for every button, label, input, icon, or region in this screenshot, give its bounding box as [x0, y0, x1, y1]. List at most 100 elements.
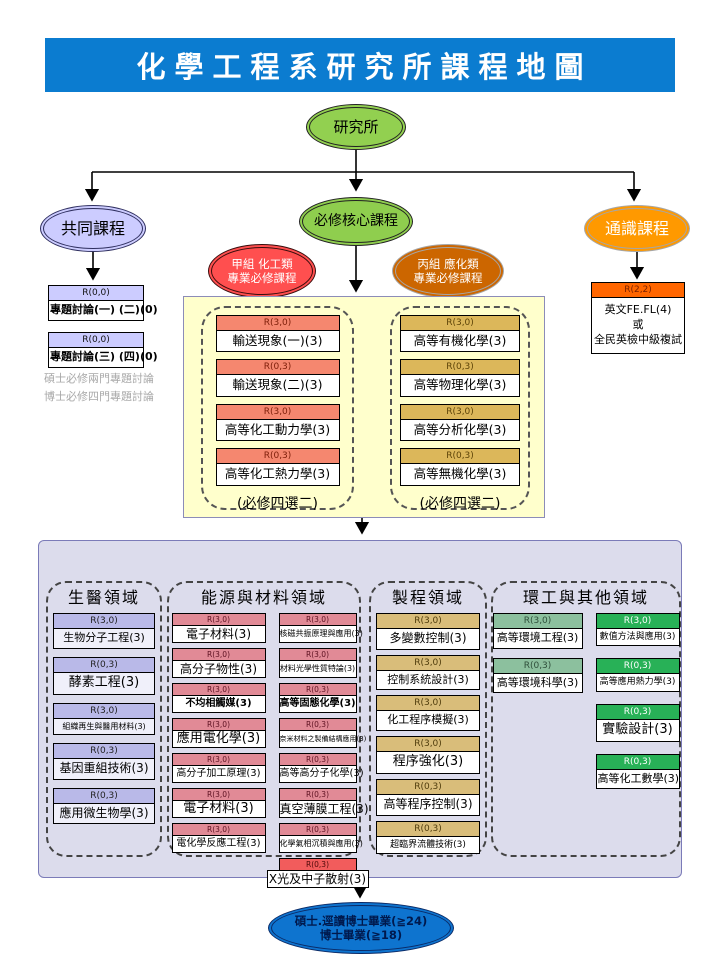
group-caption: (必修四選二): [237, 495, 318, 512]
course-name: 不均相觸媒(3): [185, 698, 252, 709]
course-box-english: R(2,2) 英文FE.FL(4) 或 全民英檢中級複試: [591, 282, 685, 354]
course-name: 應用電化學(3): [176, 731, 261, 746]
course-name: 電子材料(3): [186, 627, 251, 641]
course-name: 奈米材料之製備結構應用(3): [279, 735, 367, 743]
node-required-core-courses: 必修核心課程: [299, 197, 413, 246]
group-caption: (必修四選二): [419, 495, 501, 512]
node-label-line1: 甲組 化工類: [231, 256, 293, 271]
energy-columns: R(3,0) 電子材料(3) R(3,0) 高分子物性(3) R(3,0) 不均…: [169, 613, 369, 893]
course-box: R(3,0) 程序強化(3): [376, 736, 480, 775]
course-box: R(0,3) 高等高分子化學(3): [278, 753, 364, 783]
english-line2: 或: [632, 317, 644, 331]
course-name: 實驗設計(3): [602, 721, 673, 737]
node-general-education-courses: 通識課程: [584, 205, 690, 252]
course-code: R(3,0): [172, 719, 265, 731]
node-graduate-school: 研究所: [306, 104, 406, 150]
course-code: R(2,2): [592, 283, 684, 298]
course-box: R(0,3) 高等環境科學(3): [492, 657, 583, 694]
domain-environmental-others: 環工與其他領域 R(3,0) 高等環境工程(3) R(0,3) 高等環境科學(3…: [491, 581, 681, 857]
course-code: R(0,3): [493, 658, 582, 674]
course-code: R(3,0): [172, 789, 265, 801]
course-code: R(0,3): [596, 704, 679, 720]
note-master: 碩士必修兩門專題討論: [44, 372, 154, 385]
course-box: R(3,0) 電子材料(3): [171, 613, 266, 643]
course-name: 高等無機化學(3): [413, 466, 507, 482]
course-name: 數值方法與應用(3): [599, 632, 676, 642]
course-code: R(3,0): [172, 684, 265, 696]
course-code: R(3,0): [279, 614, 356, 626]
course-box: R(0,3) 高等固態化學(3): [278, 683, 357, 713]
course-box: R(0,3) 高等程序控制(3): [376, 779, 480, 816]
course-name: 高等化工熱力學(3): [224, 466, 331, 482]
course-box: R(3,0) 電化學反應工程(3): [171, 823, 266, 853]
course-code: R(0,3): [216, 360, 339, 376]
course-box: R(3,0) 組織再生與醫用材料(3): [53, 702, 155, 735]
elective-domains-panel: 生醫領域 R(3,0) 生物分子工程(3) R(0,3) 酵素工程(3) R(3…: [38, 540, 682, 888]
course-name: 高等應用熱力學(3): [599, 677, 676, 688]
course-name: 高等物理化學(3): [413, 377, 507, 393]
course-name: 控制系統設計(3): [387, 672, 469, 686]
course-box: R(0,3) 實驗設計(3): [595, 703, 680, 742]
course-code: R(0,3): [596, 659, 679, 675]
course-name: 高等程序控制(3): [383, 797, 473, 812]
course-name: 專題討論(三) (四)(0): [50, 350, 158, 363]
course-box: R(3,0) 高等環境工程(3): [492, 613, 583, 649]
course-code: R(3,0): [172, 824, 265, 836]
course-name: 電化學反應工程(3): [176, 838, 261, 849]
course-name: 生物分子工程(3): [54, 629, 154, 648]
node-label: 必修核心課程: [314, 212, 398, 229]
course-code: R(0,3): [377, 821, 479, 837]
course-name: 真空薄膜工程(3): [279, 802, 369, 816]
course-box: R(0,3) 高等應用熱力學(3): [595, 658, 680, 692]
course-box: R(0,3) 高等化工熱力學(3): [215, 448, 340, 486]
course-name: 電子材料(3): [183, 801, 254, 816]
node-label: 共同課程: [60, 218, 125, 238]
course-box: R(0,3) 高等物理化學(3): [400, 359, 520, 397]
course-box: R(0,3) 超臨界流體技術(3): [376, 820, 480, 855]
course-code: R(3,0): [401, 404, 519, 420]
course-name: 超臨界流體技術(3): [390, 839, 466, 850]
page-title: 化學工程系研究所課程地圖: [136, 50, 593, 84]
course-name: 高分子加工原理(3): [176, 768, 261, 779]
course-name: 應用微生物學(3): [54, 803, 154, 824]
course-code: R(0,3): [54, 788, 154, 804]
course-name: 高等固態化學(3): [279, 698, 356, 709]
domain-title: 環工與其他領域: [522, 588, 649, 607]
node-group-c-appchem: 丙組 應化類 專業必修課程: [392, 244, 504, 298]
node-label-line2: 專業必修課程: [413, 271, 483, 285]
course-code: R(3,0): [172, 754, 265, 766]
node-label: 研究所: [333, 117, 379, 136]
course-box: R(3,0) 不均相觸媒(3): [171, 683, 266, 713]
course-code: R(3,0): [54, 703, 154, 719]
env-left-column: R(3,0) 高等環境工程(3) R(0,3) 高等環境科學(3): [492, 613, 583, 801]
course-code: R(3,0): [377, 655, 479, 671]
course-name: 基因重組技術(3): [54, 758, 154, 779]
course-box-highlight: R(0,3) X光及中子散射(3): [266, 858, 369, 888]
course-box: R(3,0) 高等分析化學(3): [400, 403, 520, 442]
course-name: 材料光學性質特論(3): [279, 664, 356, 673]
course-box: R(3,0) 高等化工動力學(3): [215, 403, 340, 442]
course-box: R(0,3) 高等無機化學(3): [400, 448, 520, 486]
note-phd: 博士必修四門專題討論: [44, 390, 154, 403]
course-code: R(3,0): [401, 316, 519, 331]
course-box: R(0,3) 輸送現象(二)(3): [215, 359, 340, 397]
course-code: R(0,3): [54, 657, 154, 673]
course-name: 高等環境工程(3): [496, 631, 579, 644]
group-a-course-list: R(3,0) 輸送現象(一)(3) R(0,3) 輸送現象(二)(3) R(3,…: [201, 306, 354, 512]
course-name: 高等高分子化學(3): [279, 768, 364, 779]
course-box: R(3,0) 材料光學性質特論(3): [278, 648, 357, 678]
course-code: R(0,0): [49, 333, 143, 348]
graduation-line2: 博士畢業(≧18): [319, 928, 403, 942]
energy-left-column: R(3,0) 電子材料(3) R(3,0) 高分子物性(3) R(3,0) 不均…: [171, 613, 266, 893]
course-code: R(3,0): [596, 614, 679, 629]
domain-biomedical: 生醫領域 R(3,0) 生物分子工程(3) R(0,3) 酵素工程(3) R(3…: [46, 581, 162, 857]
course-name: 高等分析化學(3): [413, 421, 507, 437]
course-code: R(0,3): [54, 743, 154, 759]
english-line1: 英文FE.FL(4): [604, 303, 672, 316]
env-right-column: R(3,0) 數值方法與應用(3) R(0,3) 高等應用熱力學(3) R(0,…: [595, 613, 680, 801]
energy-right-column: R(3,0) 核磁共振原理與應用(3) R(3,0) 材料光學性質特論(3) R…: [266, 613, 369, 893]
course-code: R(0,3): [279, 719, 356, 731]
course-code: R(3,0): [216, 404, 339, 420]
course-name: 高等環境科學(3): [496, 675, 579, 689]
